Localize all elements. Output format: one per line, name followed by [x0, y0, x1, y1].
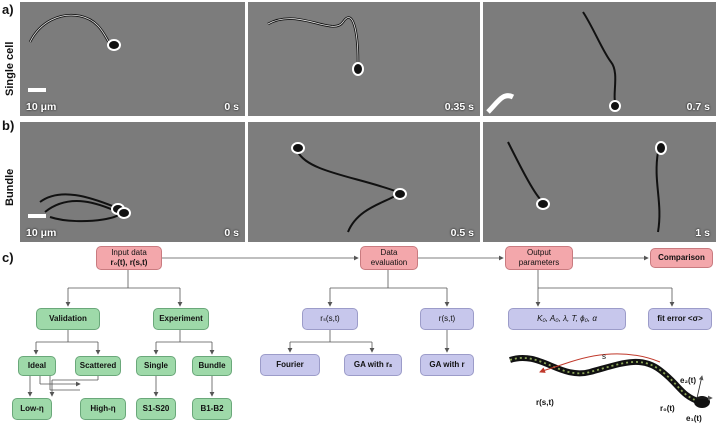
s1-s20-box: S1-S20: [136, 398, 176, 420]
scale-label: 10 μm: [26, 227, 57, 239]
time-label: 1 s: [695, 227, 710, 239]
panel-b-label: b): [2, 118, 15, 133]
ideal-box: Ideal: [18, 356, 56, 376]
low-eta-box: Low-η: [12, 398, 52, 420]
scale-bar: [28, 214, 46, 218]
sperm-cell-image: [20, 2, 245, 116]
micrograph-bundle-2: 1 s: [483, 122, 716, 242]
sperm-bundle-image: [483, 122, 716, 242]
e2-label: e₂(t): [680, 376, 696, 385]
b1-b2-box: B1-B2: [192, 398, 232, 420]
time-label: 0.35 s: [444, 101, 474, 113]
output-parameters-line-2: parameters: [518, 258, 560, 267]
output-parameters-line-1: Output: [526, 248, 551, 258]
input-data-box: Input data r₀(t), r(s,t): [96, 246, 162, 270]
output-parameters-box: Output parameters: [505, 246, 573, 270]
position-label: r(s,t): [536, 398, 554, 407]
scale-bar: [28, 88, 46, 92]
r-box: r(s,t): [420, 308, 474, 330]
panel-c-label: c): [2, 250, 14, 265]
data-evaluation-line-1: Data: [380, 248, 398, 258]
fourier-box: Fourier: [260, 354, 320, 376]
sperm-cell-image: [483, 2, 716, 116]
sperm-cell-image: [248, 2, 480, 116]
input-data-sub: r₀(t), r(s,t): [110, 258, 148, 267]
micrograph-bundle-0: 10 μm 0 s: [20, 122, 245, 242]
data-evaluation-box: Data evaluation: [360, 246, 418, 270]
bundle-box: Bundle: [192, 356, 232, 376]
rs-box: rₛ(s,t): [302, 308, 358, 330]
e1-label: e₁(t): [686, 414, 702, 423]
ga-r-box: GA with r: [420, 354, 474, 376]
sperm-bundle-image: [20, 122, 245, 242]
time-label: 0.5 s: [450, 227, 474, 239]
time-label: 0.7 s: [686, 101, 710, 113]
fit-error-box: fit error <σ>: [648, 308, 712, 330]
scale-label: 10 μm: [26, 101, 57, 113]
high-eta-box: High-η: [80, 398, 126, 420]
data-evaluation-line-2: evaluation: [370, 258, 408, 267]
micrograph-single-0: 10 μm 0 s: [20, 2, 245, 116]
time-label: 0 s: [224, 227, 239, 239]
scattered-box: Scattered: [75, 356, 121, 376]
micrograph-single-1: 0.35 s: [248, 2, 480, 116]
input-data-label: Input data: [111, 248, 147, 258]
single-box: Single: [136, 356, 176, 376]
micrograph-single-2: 0.7 s: [483, 2, 716, 116]
ga-rs-box: GA with rₛ: [344, 354, 402, 376]
arc-length-label: s: [602, 352, 606, 361]
head-position-label: r₀(t): [660, 404, 675, 413]
comparison-box: Comparison: [650, 248, 713, 268]
validation-box: Validation: [36, 308, 100, 330]
panel-a-label: a): [2, 2, 14, 17]
sperm-bundle-image: [248, 122, 480, 242]
output-params-box: K₀, A₀, λ, T, ϕ₀, α: [508, 308, 626, 330]
micrograph-bundle-1: 0.5 s: [248, 122, 480, 242]
time-label: 0 s: [224, 101, 239, 113]
experiment-box: Experiment: [153, 308, 209, 330]
flagellum-diagram: [509, 353, 713, 408]
